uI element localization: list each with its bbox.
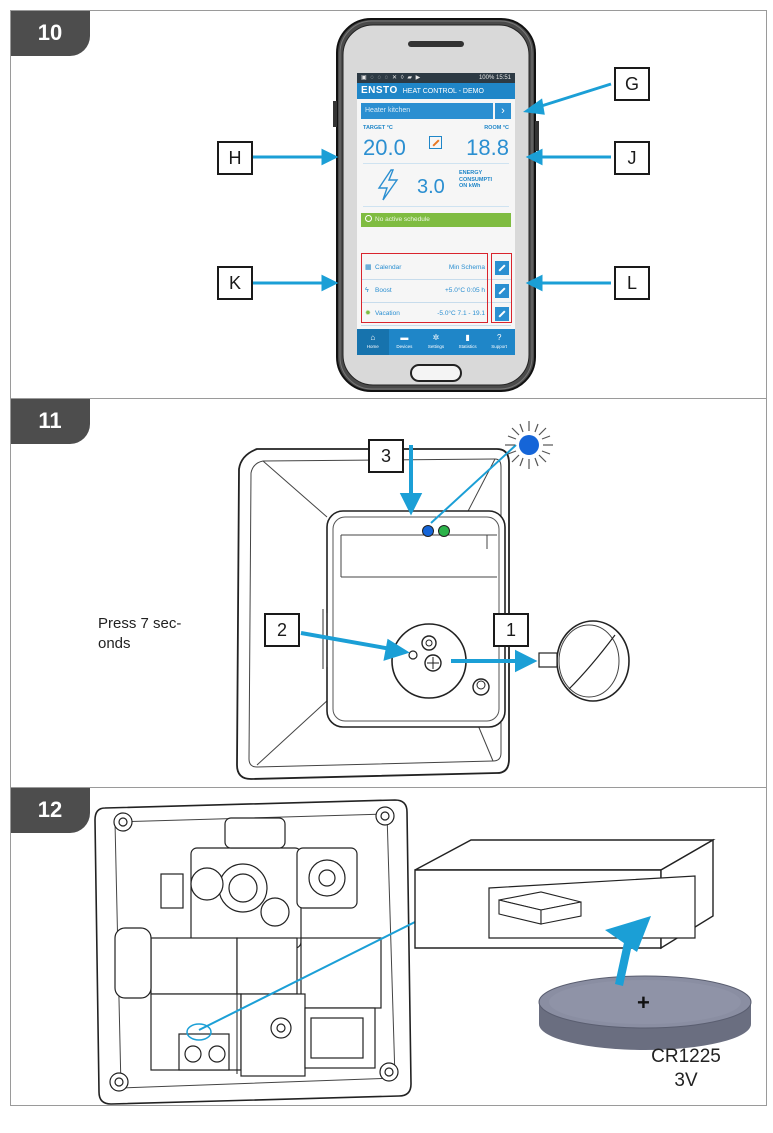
battery-level: 100% xyxy=(478,75,495,81)
step-number-10: 10 xyxy=(11,11,90,56)
callout-3: 3 xyxy=(368,439,404,473)
home-icon: ⌂ xyxy=(370,333,376,342)
blue-led xyxy=(422,525,434,537)
sun-icon: ✹ xyxy=(365,310,371,317)
green-led xyxy=(438,525,450,537)
edit-pencil-icon[interactable] xyxy=(495,261,509,275)
callout-1: 1 xyxy=(493,613,529,647)
nav-home[interactable]: ⌂Home xyxy=(357,329,389,355)
edit-pencil-icon[interactable] xyxy=(495,307,509,321)
energy-label: ENERGY CONSUMPTI ON kWh xyxy=(459,170,492,189)
callout-2: 2 xyxy=(264,613,300,647)
status-time: 15:51 xyxy=(495,75,511,81)
nav-support[interactable]: ?Support xyxy=(483,329,515,355)
schedule-status: No active schedule xyxy=(361,213,511,227)
device-icon: ▬ xyxy=(400,333,409,342)
energy-row: 3.0 ENERGY CONSUMPTI ON kWh xyxy=(363,164,509,207)
battery-model: CR1225 xyxy=(651,1046,721,1067)
polarity-plus: + xyxy=(637,990,650,1015)
list-item-boost[interactable]: ϟ Boost +5.0°C 0:05 h xyxy=(361,280,511,303)
nav-devices[interactable]: ▬Devices xyxy=(389,329,421,355)
nav-settings[interactable]: ✲Settings xyxy=(420,329,452,355)
callout-g: G xyxy=(614,67,650,101)
target-temperature[interactable]: 20.0 xyxy=(363,135,406,160)
blinking-blue-icon xyxy=(519,435,539,455)
battery-replacement-illustration: + xyxy=(94,799,752,1105)
callout-h: H xyxy=(217,141,253,175)
list-item-vacation[interactable]: ✹ Vacation -5.0°C 7.1 - 19.1 xyxy=(361,303,511,326)
schedule-text: No active schedule xyxy=(375,216,430,223)
bottom-navigation: ⌂Home ▬Devices ✲Settings ▮Statistics ?Su… xyxy=(357,329,515,355)
thermostat-illustration xyxy=(236,421,630,780)
edit-pencil-icon[interactable] xyxy=(495,284,509,298)
step-number-11: 11 xyxy=(11,399,90,444)
brand-logo: ENSTO xyxy=(361,85,398,96)
calendar-icon: ▦ xyxy=(365,264,372,271)
app-title: HEAT CONTROL - DEMO xyxy=(402,88,484,95)
temperature-row: 20.0 18.8 xyxy=(363,133,509,164)
lightning-icon xyxy=(377,169,399,201)
room-temperature: 18.8 xyxy=(466,135,509,160)
edit-target-icon[interactable] xyxy=(429,136,442,149)
step-10-panel: 10 ▣ ◌ ◌ ◌ ✕ ◊ ▰ ▶ xyxy=(10,10,767,399)
step-12-panel: 12 xyxy=(10,787,767,1106)
callout-l: L xyxy=(614,266,650,300)
callout-k: K xyxy=(217,266,253,300)
no-entry-icon xyxy=(365,215,372,222)
energy-value: 3.0 xyxy=(417,176,445,198)
bolt-icon: ϟ xyxy=(365,287,369,294)
highlight-edit-buttons xyxy=(491,253,512,323)
temperature-labels: TARGET °C ROOM °C xyxy=(363,125,509,131)
chevron-right-icon[interactable]: › xyxy=(495,103,511,119)
battery-voltage: 3V xyxy=(674,1070,698,1091)
callout-j: J xyxy=(614,141,650,175)
device-selector-row: Heater kitchen › xyxy=(361,103,511,119)
gear-icon: ✲ xyxy=(432,333,440,342)
bar-chart-icon: ▮ xyxy=(465,333,470,342)
nav-statistics[interactable]: ▮Statistics xyxy=(452,329,484,355)
list-item-calendar[interactable]: ▦ Calendar Min Schema xyxy=(361,257,511,280)
app-screen: ▣ ◌ ◌ ◌ ✕ ◊ ▰ ▶ 100% 15:51 ENSTO HEAT CO… xyxy=(357,73,515,355)
step-11-panel: 11 xyxy=(10,398,767,788)
battery-label: CR1225 3V xyxy=(631,1045,741,1093)
press-instruction: Press 7 sec- onds xyxy=(98,615,182,652)
step-number-12: 12 xyxy=(11,788,90,833)
app-header: ENSTO HEAT CONTROL - DEMO xyxy=(357,83,515,99)
notification-icons: ▣ ◌ ◌ ◌ ✕ ◊ ▰ ▶ xyxy=(361,75,422,81)
target-label: TARGET °C xyxy=(363,125,393,131)
help-icon: ? xyxy=(496,333,502,342)
mode-list: ▦ Calendar Min Schema ϟ Boost +5.0°C 0:0… xyxy=(361,257,511,326)
highlight-modes xyxy=(361,253,488,323)
device-select[interactable]: Heater kitchen xyxy=(361,103,493,119)
room-label: ROOM °C xyxy=(484,125,509,131)
status-bar: ▣ ◌ ◌ ◌ ✕ ◊ ▰ ▶ 100% 15:51 xyxy=(357,73,515,83)
